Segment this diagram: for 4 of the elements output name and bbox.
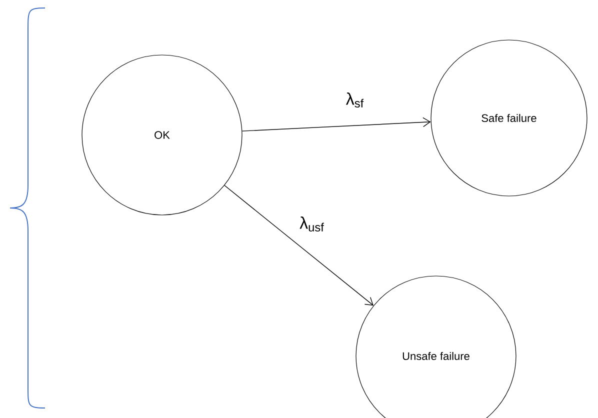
edge-label: λ$_{usf}$ <box>298 215 326 233</box>
arrow <box>224 185 374 306</box>
arrow <box>242 117 431 132</box>
edge-label: λ$_{sf}$ <box>344 91 366 109</box>
